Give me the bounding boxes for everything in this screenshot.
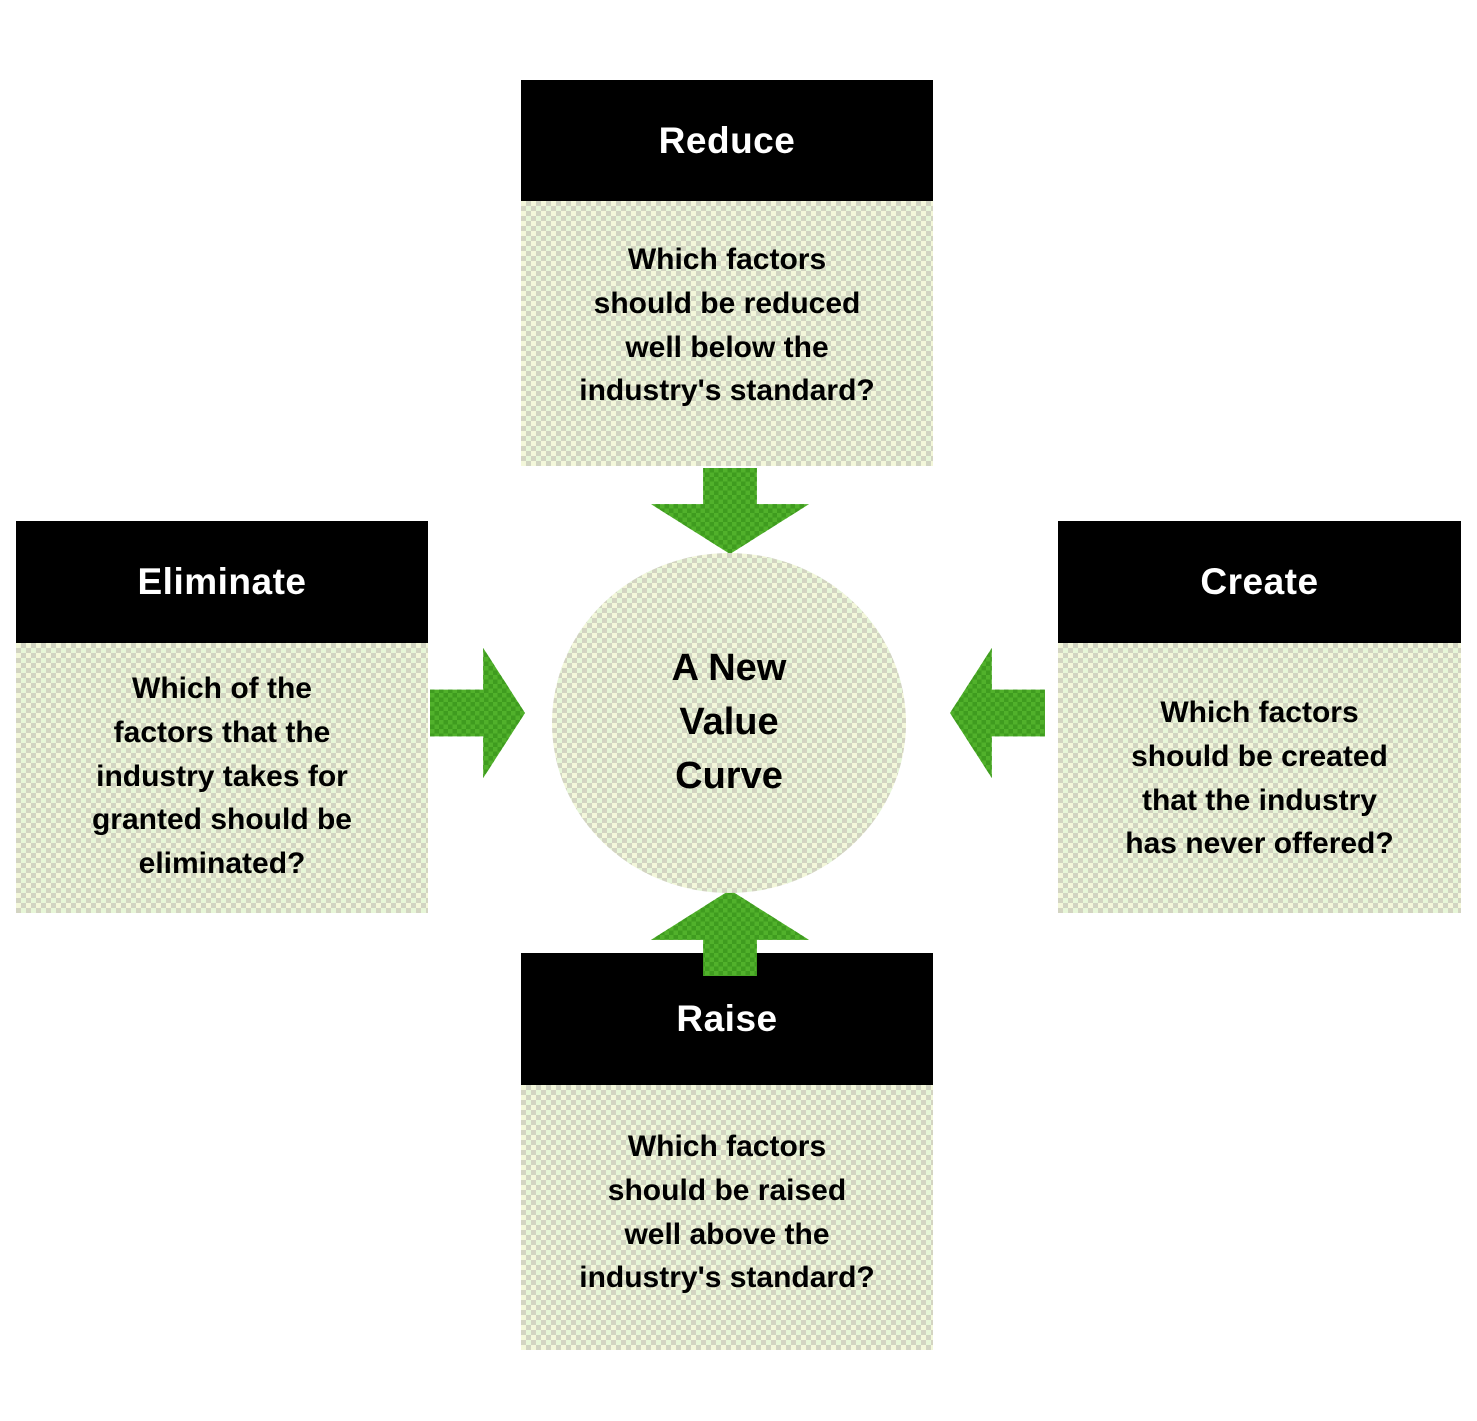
- quadrant-eliminate-question: Which of the factors that the industry t…: [91, 672, 352, 881]
- quadrant-create-title: Create: [1200, 561, 1319, 602]
- quadrant-create-question: Which factors should be created that the…: [1125, 696, 1394, 861]
- quadrant-create-header: Create: [1058, 521, 1461, 643]
- quadrant-eliminate[interactable]: Eliminate Which of the factors that the …: [16, 521, 428, 913]
- arrow-left-icon: [950, 648, 1045, 778]
- quadrant-reduce[interactable]: Reduce Which factors should be reduced w…: [521, 80, 933, 466]
- quadrant-reduce-title: Reduce: [658, 119, 796, 161]
- quadrant-reduce-question: Which factors should be reduced well bel…: [579, 243, 875, 408]
- center-circle-label: A New Value Curve: [671, 647, 787, 797]
- arrow-down-icon: [651, 468, 809, 554]
- arrow-right-icon: [430, 648, 525, 778]
- center-circle[interactable]: A New Value Curve: [552, 553, 906, 893]
- quadrant-raise-body: Which factors should be raised well abov…: [521, 1085, 933, 1350]
- quadrant-raise-title: Raise: [676, 998, 778, 1039]
- quadrant-raise[interactable]: Raise Which factors should be raised wel…: [521, 953, 933, 1350]
- quadrant-eliminate-title: Eliminate: [137, 561, 307, 602]
- quadrant-reduce-header: Reduce: [521, 80, 933, 201]
- quadrant-create-body: Which factors should be created that the…: [1058, 643, 1461, 913]
- quadrant-reduce-body: Which factors should be reduced well bel…: [521, 201, 933, 466]
- quadrant-eliminate-header: Eliminate: [16, 521, 428, 643]
- quadrant-eliminate-body: Which of the factors that the industry t…: [16, 643, 428, 913]
- quadrant-create[interactable]: Create Which factors should be created t…: [1058, 521, 1461, 913]
- quadrant-raise-question: Which factors should be raised well abov…: [579, 1130, 875, 1295]
